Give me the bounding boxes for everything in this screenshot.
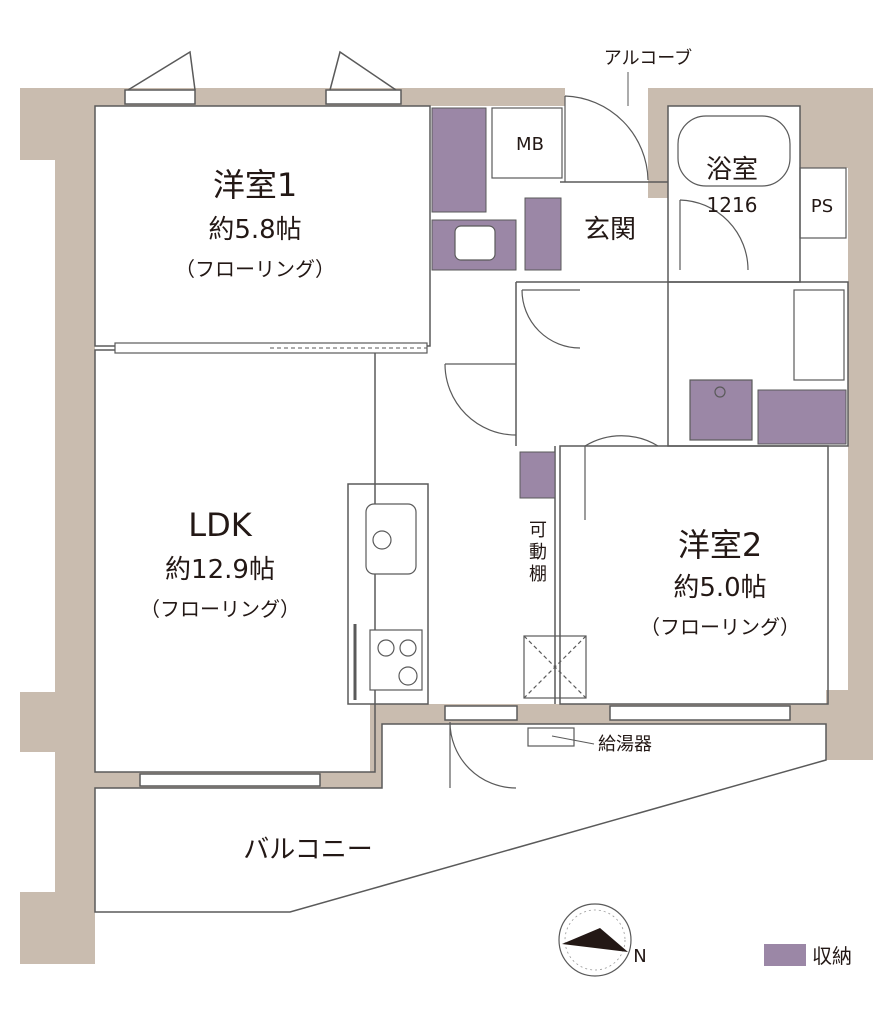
right-wall [848,150,873,710]
cooktop [369,629,423,691]
windows [124,50,791,787]
alcove-label: アルコーブ [604,47,692,69]
bottom-wall-step [370,704,382,788]
closet-hall [519,451,556,499]
shelf-label-1: 可 [529,520,547,541]
window-w2-bottom [609,705,791,721]
sink-drain [372,530,392,550]
door-toilet [521,289,581,349]
left-wall-column [55,150,95,710]
legend: 収納 [764,944,852,968]
shoe-closet [524,197,562,271]
balcony-name: バルコニー [243,835,372,865]
western1-floor: （フローリング） [175,257,335,281]
burner-2 [399,639,417,657]
western2-floor: （フローリング） [640,615,800,639]
left-corner-bottom [20,892,95,964]
bath-size: 1216 [707,193,758,217]
ps-box [799,167,847,239]
door-western2 [584,435,659,520]
laundry-storage [689,379,753,441]
compass: N [558,903,647,977]
attic-hatch [523,635,587,699]
door-western1 [444,363,517,436]
shelf-label-3: 棚 [529,564,547,585]
washroom [667,281,849,447]
room-labels: 洋室1 約5.8帖 （フローリング） LDK 約12.9帖 （フローリング） 洋… [140,47,833,865]
water-heater-unit [527,727,575,747]
door-bath [679,199,749,271]
bathtub [677,115,791,187]
legend-storage-label: 収納 [812,944,852,968]
window-sash-left [127,50,196,91]
burner-3 [398,666,418,686]
window-w1-right [325,89,402,105]
ldk-size: 約12.9帖 [165,555,275,585]
top-wall [20,88,565,106]
ldk-name: LDK [188,506,252,544]
ps-label: PS [811,196,833,217]
compass-needle [562,928,628,952]
door-entrance [564,95,649,182]
window-sash-right [329,50,397,91]
storage-areas [431,107,847,499]
left-wall-lower [55,740,95,900]
mb-label: MB [516,134,544,155]
burner-1 [377,639,395,657]
bath-name: 浴室 [706,155,758,185]
alcove-pillar [648,88,668,198]
wash-basin [454,225,496,261]
washer-drain [714,386,726,398]
fixtures [353,107,847,747]
kitchen-counter [347,483,429,705]
western1-name: 洋室1 [213,166,297,204]
window-ldk-bottom [139,773,321,787]
western1-size: 約5.8帖 [208,215,301,245]
mb-box [491,107,563,179]
closet-western1 [431,107,487,213]
room-outlines [94,105,849,913]
legend-storage-swatch [764,944,806,966]
door-swings [444,95,749,789]
water-heater-label: 給湯器 [598,734,652,755]
western2-size: 約5.0帖 [673,573,766,603]
ldk-floor: （フローリング） [140,597,300,621]
washstand-unit [793,289,845,381]
entrance-name: 玄関 [584,215,636,245]
closet-western2 [757,389,847,445]
balcony-outline [94,723,827,913]
window-w1-left [124,89,196,105]
western2-name: 洋室2 [678,526,762,564]
right-column-lower [826,690,873,760]
door-balcony [449,721,517,789]
shelf-label-2: 動 [529,542,547,563]
compass-north: N [633,946,646,967]
washing-machine-pan [689,379,753,441]
window-hall-bottom [444,705,518,721]
leader-lines [551,72,629,745]
